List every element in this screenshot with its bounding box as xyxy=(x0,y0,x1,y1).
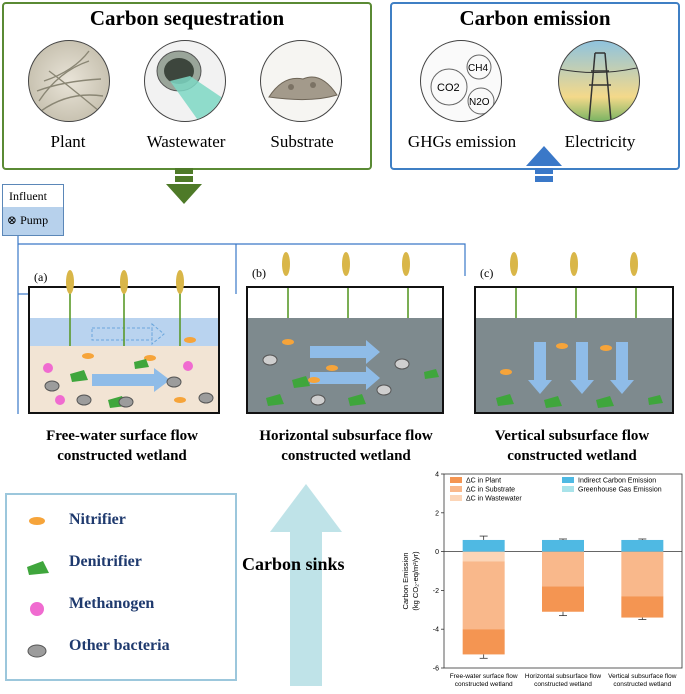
n2o-text: N2O xyxy=(469,97,490,108)
wetland-c-contents xyxy=(496,288,663,408)
bar-segment-0 xyxy=(462,629,505,655)
wastewater-label: Wastewater xyxy=(146,132,226,151)
legend-swatch-3 xyxy=(562,477,574,483)
y-tick-label: -4 xyxy=(433,627,439,634)
legend-label-0: ΔC in Plant xyxy=(466,478,501,485)
bar-segment-0 xyxy=(621,596,664,618)
influent-piping xyxy=(17,236,466,414)
legend-other-bacteria: Other bacteria xyxy=(69,637,170,654)
ghg-image: CO2 CH4 N2O xyxy=(420,40,502,122)
bar-segment-1 xyxy=(462,561,505,630)
ghgs-emission-label: GHGs emission xyxy=(407,132,517,151)
legend-nitrifier: Nitrifier xyxy=(69,511,126,528)
y-tick-label: 0 xyxy=(435,549,439,556)
influent-label: Influent xyxy=(3,185,63,207)
microbe-legend: Nitrifier Denitrifier Methanogen Other b… xyxy=(5,493,237,681)
wetland-a-contents xyxy=(43,288,214,408)
pump-label: Pump xyxy=(20,213,49,227)
substrate-image xyxy=(260,40,342,122)
rock-pile xyxy=(268,76,338,101)
legend-label-2: ΔC in Wastewater xyxy=(466,496,522,503)
pump-icon: ⊗ xyxy=(7,213,18,227)
legend-swatch-0 xyxy=(450,477,462,483)
legend-icons xyxy=(27,517,49,658)
wetland-b-tank: (b) xyxy=(246,266,444,414)
pump-row: ⊗ Pump xyxy=(3,207,63,233)
carbon-sinks-arrow xyxy=(270,484,342,686)
electricity-label: Electricity xyxy=(564,132,636,151)
bar-segment-2 xyxy=(462,551,505,562)
legend-label-1: ΔC in Substrate xyxy=(466,487,515,494)
carbon-sequestration-panel: Carbon sequestration Plant Wastewater Su… xyxy=(2,2,372,170)
plant-sketch xyxy=(36,50,104,112)
plot-frame xyxy=(443,473,683,669)
influent-box: Influent ⊗ Pump xyxy=(2,184,64,236)
emission-title: Carbon emission xyxy=(459,6,611,30)
x-category-label: Horizontal subsurface flow xyxy=(525,673,602,680)
denitrifier-icon xyxy=(27,561,49,575)
bar-segment-1 xyxy=(542,551,584,587)
carbon-sinks-label: Carbon sinks xyxy=(242,554,345,574)
x-category-label: constructed wetland xyxy=(613,681,671,688)
x-category-label: constructed wetland xyxy=(534,681,592,688)
methanogen-icon xyxy=(30,602,44,616)
bar-segment-3 xyxy=(462,539,505,552)
y-axis-label: Carbon Emission xyxy=(401,552,410,609)
x-category-label: Vertical subsurface flow xyxy=(608,673,677,680)
legend-label-4: Greenhouse Gas Emission xyxy=(578,487,662,494)
wetland-c-plants xyxy=(510,252,638,276)
plant-image xyxy=(28,40,110,122)
power-tower xyxy=(559,52,639,121)
bar-segment-0 xyxy=(542,586,584,612)
x-category-label: Free-water surface flow xyxy=(450,673,518,680)
wetland-b-tag: (b) xyxy=(252,266,266,280)
sequestration-title: Carbon sequestration xyxy=(89,6,285,30)
y-tick-label: -2 xyxy=(433,588,439,595)
nitrifier-icon xyxy=(29,517,45,525)
wastewater-image xyxy=(144,40,226,122)
legend-swatch-4 xyxy=(562,486,574,492)
y-tick-label: -6 xyxy=(433,666,439,673)
wetland-a-tank: (a) xyxy=(28,270,220,414)
legend-swatch-2 xyxy=(450,495,462,501)
sequestration-down-arrow xyxy=(166,168,202,204)
y-tick-label: 2 xyxy=(435,510,439,517)
y-axis-unit: (kg CO₂-eq/m²/yr) xyxy=(411,551,420,611)
legend-denitrifier: Denitrifier xyxy=(69,553,142,570)
wetland-a-plants xyxy=(66,270,184,294)
wetland-c-tag: (c) xyxy=(480,266,494,280)
wetland-b-contents xyxy=(262,288,439,406)
wetland-c-tank: (c) xyxy=(474,266,674,414)
other-bacteria-icon xyxy=(27,644,47,658)
wetland-a-tag: (a) xyxy=(34,270,48,284)
pipe-drawing xyxy=(156,50,225,121)
gas-bubbles: CO2 CH4 N2O xyxy=(430,54,495,115)
legend-methanogen: Methanogen xyxy=(69,595,155,612)
plant-label: Plant xyxy=(50,132,86,151)
electricity-image xyxy=(558,40,640,122)
emission-up-arrow xyxy=(526,146,562,182)
bar-segment-3 xyxy=(621,539,664,552)
legend-swatch-1 xyxy=(450,486,462,492)
ch4-text: CH4 xyxy=(468,63,488,74)
legend-label-3: Indirect Carbon Emission xyxy=(578,478,656,485)
bar-segment-1 xyxy=(621,551,664,597)
x-category-label: constructed wetland xyxy=(455,681,513,688)
bar-segment-3 xyxy=(542,539,584,552)
y-tick-label: 4 xyxy=(435,472,439,479)
substrate-label: Substrate xyxy=(270,132,334,151)
co2-text: CO2 xyxy=(437,82,460,94)
wetland-b-plants xyxy=(282,252,410,276)
